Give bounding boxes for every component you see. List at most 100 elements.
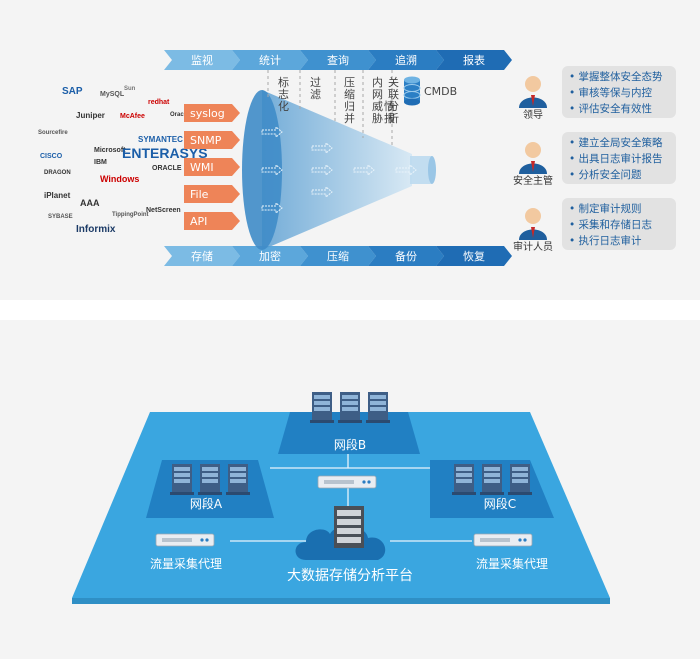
vendor-logo: AAA — [80, 198, 100, 208]
top-step-label: 监视 — [191, 53, 213, 67]
role-name: 安全主管 — [513, 174, 553, 187]
network-deployment-panel: 网段A 网段B 网段C 流量采集代理 流量采集代理 大数据存储分析平台 — [0, 320, 700, 659]
duty-item: • 评估安全有效性 — [569, 102, 652, 115]
top-step-label: 查询 — [327, 53, 349, 67]
top-step-5 — [436, 50, 512, 70]
source-tag-label: API — [190, 215, 207, 228]
vendor-logo: MySQL — [100, 91, 125, 98]
server-icon — [508, 464, 532, 495]
role-group: 领导• 掌握整体安全态势• 审核等保与内控• 评估安全有效性 — [519, 66, 676, 121]
bottom-step-3 — [300, 246, 376, 266]
source-tag-label: SNMP — [190, 134, 222, 147]
bottom-step-chevrons: 存储 加密 压缩 备份 恢复 — [164, 246, 512, 266]
person-icon — [525, 76, 541, 92]
vendor-logo: Sourcefire — [38, 130, 68, 136]
connection-lines — [230, 454, 472, 542]
vendor-logo: Informix — [76, 224, 116, 235]
source-tag — [184, 104, 240, 122]
vendor-logo: iPlanet — [44, 191, 71, 200]
server-groups — [170, 392, 532, 495]
funnel-stage-label: 关联分析 — [388, 75, 399, 125]
duty-item: • 审核等保与内控 — [569, 86, 653, 99]
server-icon — [198, 464, 222, 495]
duty-item: • 执行日志审计 — [569, 234, 642, 247]
bottom-step-label: 恢复 — [463, 249, 485, 263]
source-tag-label: syslog — [190, 107, 225, 120]
source-tag — [184, 212, 240, 230]
processing-funnel — [242, 90, 436, 250]
collector-device-icon — [473, 533, 533, 547]
funnel-stage-label: 标志化 — [278, 75, 289, 113]
vendor-logo: SYMANTEC — [138, 135, 183, 144]
cloud-storage-icon — [295, 506, 386, 560]
flow-arrow — [261, 163, 283, 177]
segment-c-label: 网段C — [484, 496, 516, 511]
segment-a-label: 网段A — [190, 496, 223, 511]
collector-right-label: 流量采集代理 — [476, 556, 548, 571]
server-icon — [338, 392, 362, 423]
duty-item: • 建立全局安全策略 — [569, 136, 663, 149]
vendor-logo: TippingPoint — [112, 212, 149, 218]
collector-device-icon — [317, 475, 377, 489]
person-icon — [525, 142, 541, 158]
bottom-step-label: 压缩 — [327, 250, 349, 263]
vendor-logo: IBM — [94, 159, 107, 166]
top-step-chevrons: 监视统计查询追溯报表 — [164, 50, 512, 70]
flow-arrow — [311, 185, 333, 199]
platform-label: 大数据存储分析平台 — [287, 568, 413, 584]
funnel-stage-label: 过滤 — [310, 76, 321, 101]
top-step-label: 追溯 — [395, 53, 417, 67]
vendor-logo: NetScreen — [146, 207, 181, 214]
source-tag-label: WMI — [190, 161, 214, 174]
vendor-logo: McAfee — [120, 113, 145, 120]
flow-arrow — [261, 125, 283, 139]
top-step-1 — [164, 50, 240, 70]
collector-devices — [155, 475, 533, 547]
vendor-logo: Windows — [100, 174, 139, 184]
segment-b-label: 网段B — [334, 437, 366, 452]
server-icon — [170, 464, 194, 495]
duty-item: • 采集和存储日志 — [569, 218, 652, 231]
duty-box — [562, 66, 676, 118]
duty-box — [562, 132, 676, 184]
vendor-logo: Juniper — [76, 111, 105, 120]
platform-plate — [72, 412, 610, 598]
cmdb-label: CMDB — [424, 85, 457, 98]
funnel-flow-arrows — [261, 125, 417, 215]
collector-device-icon — [155, 533, 215, 547]
source-tag — [184, 131, 240, 149]
server-icon — [366, 392, 390, 423]
vendor-logo: DRAGON — [44, 170, 71, 176]
funnel-stage-label: 内网威胁情报 — [372, 75, 395, 125]
vendor-logo: ORACLE — [152, 165, 182, 172]
bottom-step-label: 存储 — [191, 249, 213, 263]
stage-dividers — [267, 70, 393, 148]
vendor-logo: redhat — [148, 99, 170, 106]
bottom-step-1 — [164, 246, 240, 266]
flow-arrow — [311, 163, 333, 177]
server-icon — [452, 464, 476, 495]
vendor-logo: SYBASE — [48, 214, 73, 220]
flow-arrow — [311, 141, 333, 155]
vendor-logo: CISCO — [40, 153, 63, 160]
top-step-label: 统计 — [259, 54, 281, 67]
flow-arrow — [395, 163, 417, 177]
network-deployment-diagram: 网段A 网段B 网段C 流量采集代理 流量采集代理 大数据存储分析平台 — [72, 392, 610, 604]
bottom-step-label: 备份 — [395, 249, 417, 263]
top-step-3 — [300, 50, 376, 70]
server-icon — [480, 464, 504, 495]
top-step-2 — [232, 50, 308, 70]
role-group: 审计人员• 制定审计规则• 采集和存储日志• 执行日志审计 — [513, 198, 676, 253]
bottom-step-2 — [232, 246, 308, 266]
duty-item: • 出具日志审计报告 — [569, 152, 663, 165]
person-icon — [525, 208, 541, 224]
collector-left-label: 流量采集代理 — [150, 556, 222, 571]
duty-box — [562, 198, 676, 250]
bottom-step-4 — [368, 246, 444, 266]
bottom-step-label: 加密 — [259, 249, 281, 263]
